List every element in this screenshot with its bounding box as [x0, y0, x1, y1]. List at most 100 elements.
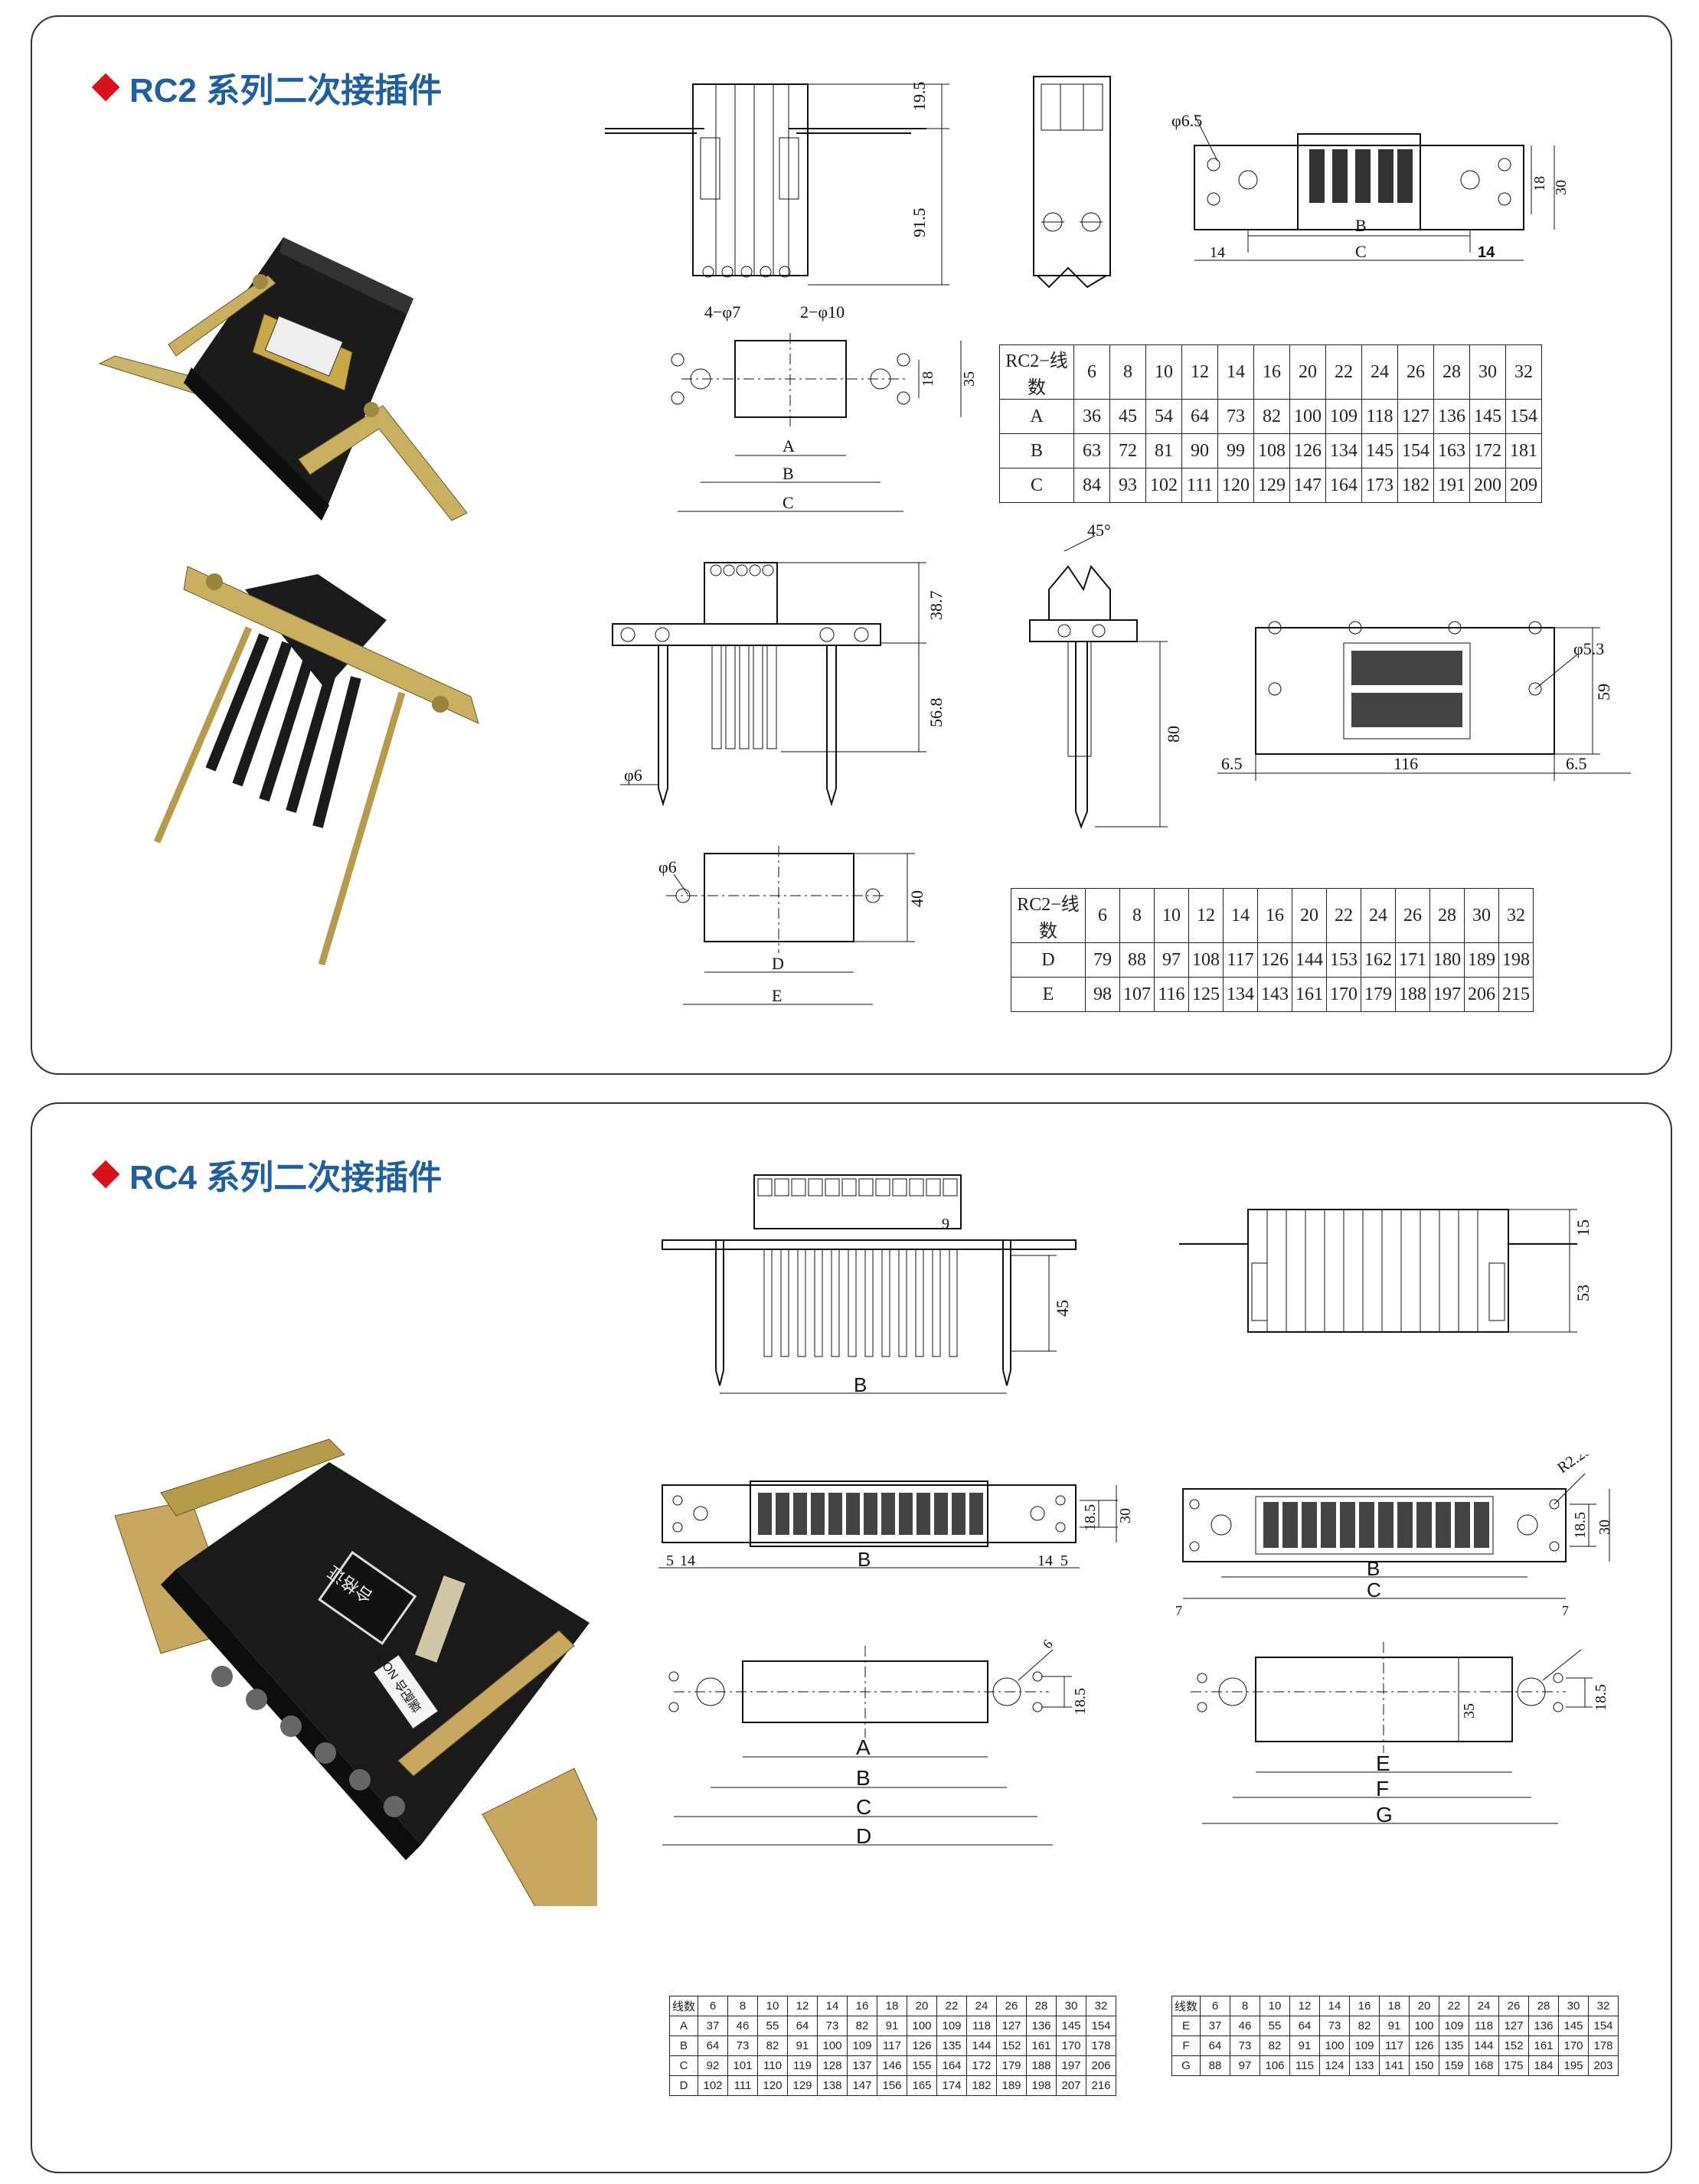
table-cell: 161 [1292, 977, 1327, 1012]
table-cell: 118 [1469, 2016, 1499, 2036]
table-cell: 162 [1361, 942, 1396, 978]
table-cell: 216 [1086, 2075, 1116, 2096]
table-cell: 195 [1558, 2055, 1589, 2076]
table-cell: 46 [727, 2016, 758, 2036]
table-cell: 24 [1469, 1996, 1499, 2016]
table-cell: 81 [1145, 433, 1182, 468]
dim-cut-C: C [783, 493, 794, 512]
table-cell: 101 [727, 2055, 758, 2076]
rc4-title: RC4 系列二次接插件 [129, 1159, 443, 1196]
rc4-heading: RC4 系列二次接插件 [91, 1150, 443, 1199]
table-cell: 109 [936, 2016, 967, 2036]
dim-cut-B: B [783, 464, 794, 483]
table-cell: 20 [907, 1996, 937, 2016]
dim-plan-5-right: 5 [1060, 1552, 1068, 1569]
dim-cut2-E: E [1376, 1751, 1390, 1775]
table-cell: 12 [1188, 888, 1224, 943]
table-cell: 18 [877, 1996, 907, 2016]
table-cell: B [669, 2035, 698, 2056]
table-cell: 170 [1056, 2035, 1086, 2056]
dim-plan-B: B [858, 1548, 871, 1571]
table-cell: 22 [1325, 344, 1362, 400]
table-cell: 46 [1230, 2016, 1260, 2036]
table-cell: 168 [1469, 2055, 1499, 2076]
table-cell: 203 [1588, 2055, 1619, 2076]
table-cell: 152 [1498, 2035, 1529, 2056]
table-cell: 198 [1026, 2075, 1057, 2096]
table-cell: D [1011, 942, 1086, 978]
table-cell: 206 [1086, 2055, 1116, 2076]
table-cell: 12 [1181, 344, 1218, 400]
table-cell: 91 [1289, 2035, 1320, 2056]
table-cell: 32 [1086, 1996, 1116, 2016]
table-cell: 154 [1588, 2016, 1619, 2036]
table-cell: 100 [907, 2016, 937, 2036]
table-cell: 82 [1253, 399, 1290, 434]
rc4-drawing-flange: R2.25 B C 7 7 18.5 30 [1171, 1454, 1616, 1631]
rc2-drawing-cutout: 4−φ7 2−φ10 A B C 18 35 [658, 299, 988, 521]
table-cell: 82 [1260, 2035, 1290, 2056]
table-cell: 180 [1429, 942, 1465, 978]
table-cell: 207 [1056, 2075, 1086, 2096]
table-cell: 64 [1289, 2016, 1320, 2036]
dim-cut-A: A [856, 1735, 871, 1759]
dim-flange-C: C [1367, 1578, 1381, 1601]
dim-cut-B: B [856, 1766, 871, 1790]
dim-pin-phi6: φ6 [624, 766, 642, 785]
table-cell: A [999, 399, 1074, 434]
table-cell: 26 [996, 1996, 1027, 2016]
dim-4phi7: 4−φ7 [704, 302, 740, 322]
table-cell: 72 [1109, 433, 1146, 468]
table-cell: 181 [1505, 433, 1542, 468]
table-cell: B [999, 433, 1074, 468]
table-cell: 18 [1379, 1996, 1410, 2016]
table-cell: 161 [1026, 2035, 1057, 2056]
table-cell: 178 [1588, 2035, 1619, 2056]
dim-cut-D: D [856, 1824, 871, 1848]
table-cell: 28 [1026, 1996, 1057, 2016]
table-cell: 134 [1325, 433, 1362, 468]
dim-6.5-left: 6.5 [1221, 754, 1243, 773]
dim-80: 80 [1164, 726, 1183, 743]
table-cell: 20 [1289, 344, 1326, 400]
table-cell: 24 [1361, 344, 1398, 400]
table-cell: 178 [1086, 2035, 1116, 2056]
dim-flange-30: 30 [1596, 1520, 1613, 1535]
table-cell: 24 [966, 1996, 997, 2016]
dim-38.7: 38.7 [926, 591, 946, 621]
table-cell: 126 [907, 2035, 937, 2056]
table-cell: 117 [1223, 942, 1258, 978]
rc4-drawing-cutout: 6 18.5 A B C D [658, 1623, 1095, 1853]
table-cell: 30 [1469, 344, 1506, 400]
table-cell: 82 [1349, 2016, 1380, 2036]
table-cell: 107 [1119, 977, 1155, 1012]
table-cell: 6 [698, 1996, 728, 2016]
dim-2phi10: 2−φ10 [800, 302, 845, 322]
table-cell: 111 [1181, 468, 1218, 503]
table-cell: 6 [1200, 1996, 1230, 2016]
table-cell: 16 [1257, 888, 1292, 943]
table-cell: 189 [1464, 942, 1499, 978]
table-cell: 108 [1253, 433, 1290, 468]
table-cell: 198 [1498, 942, 1534, 978]
table-cell: 73 [1230, 2035, 1260, 2056]
table-cell: 线数 [1171, 1996, 1201, 2016]
table-cell: 100 [1409, 2016, 1439, 2036]
dim-cut-C: C [856, 1795, 871, 1819]
table-cell: 28 [1528, 1996, 1559, 2016]
table-cell: 147 [847, 2075, 877, 2096]
table-cell: 159 [1439, 2055, 1469, 2076]
table-cell: 172 [1469, 433, 1506, 468]
table-cell: 133 [1349, 2055, 1380, 2076]
dim-cut2-40: 40 [907, 890, 926, 907]
table-cell: 64 [1200, 2035, 1230, 2056]
table-cell: 146 [877, 2055, 907, 2076]
table-cell: 145 [1361, 433, 1398, 468]
table-cell: E [1171, 2016, 1201, 2036]
